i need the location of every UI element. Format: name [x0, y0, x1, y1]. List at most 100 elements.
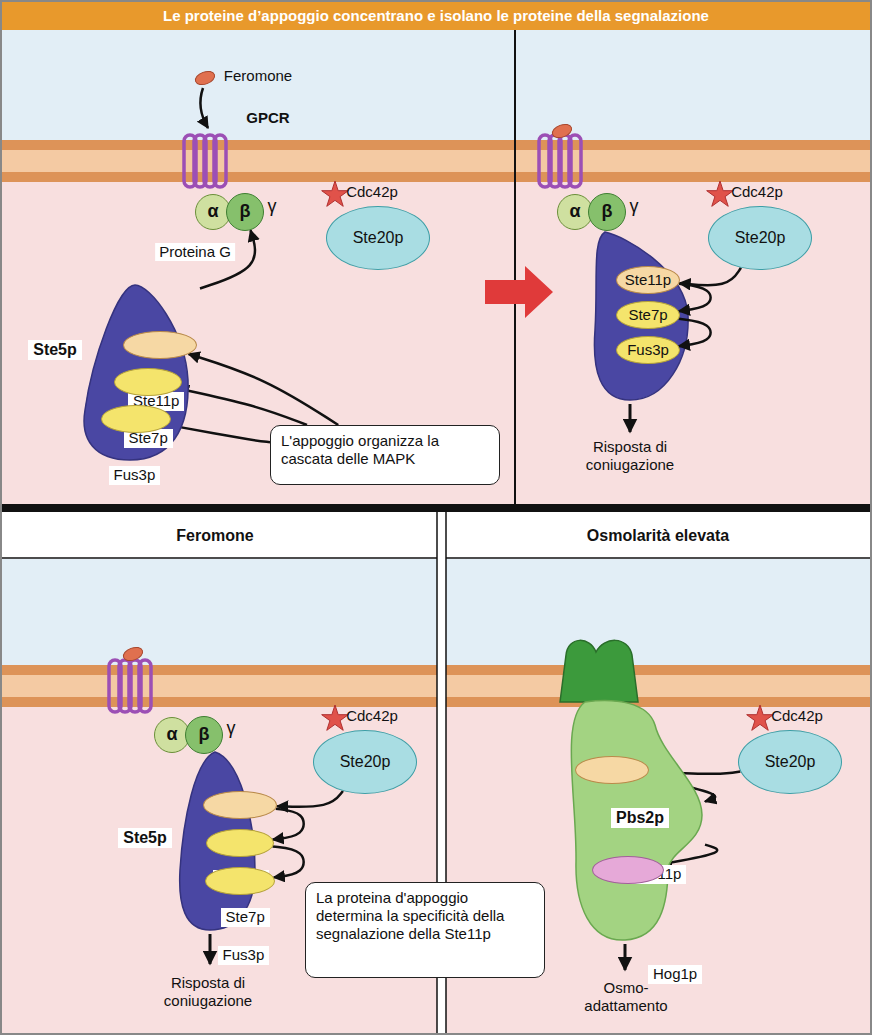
- g-beta: β: [588, 193, 626, 231]
- node-text: β: [602, 202, 613, 222]
- membrane-stripe: [0, 172, 872, 182]
- signal-arrow: [168, 425, 270, 442]
- panel-divider: [514, 30, 516, 505]
- mapk-ellipse: Fus3p: [616, 336, 680, 364]
- response-arrow: [629, 404, 632, 432]
- text-label: Feromone: [224, 67, 292, 85]
- kinase-ellipse: Ste20p: [738, 730, 842, 794]
- node-text: La proteina d'appoggio determina la spec…: [316, 889, 534, 943]
- node-text: Fus3p: [218, 946, 270, 965]
- node-text: Ste7p: [628, 307, 667, 324]
- text-label: Cdc42p: [346, 707, 398, 725]
- kinase-ellipse: Ste20p: [708, 206, 812, 270]
- gpcr-receptor: [539, 135, 581, 187]
- node-text: α: [166, 725, 177, 745]
- osmosensor: [560, 640, 638, 702]
- text-label: Feromone: [176, 526, 253, 545]
- mapkkk-ellipse: Ste11p: [616, 266, 680, 294]
- binding-arrow: [200, 88, 208, 128]
- node-text: Ste20p: [735, 229, 786, 247]
- text-label: Osmolarità elevata: [587, 526, 729, 545]
- node-text: β: [240, 202, 251, 222]
- signal-arrow: [679, 284, 711, 311]
- node-text: Ste5p: [28, 340, 82, 360]
- gpcr-receptor: [109, 660, 151, 712]
- scaffold-shape: [84, 285, 188, 460]
- node-text: Hog1p: [648, 965, 702, 984]
- signal-arrow: [273, 847, 304, 878]
- panel-divider-bar: [0, 504, 872, 512]
- text-label: γ: [227, 718, 236, 739]
- header-rule: [0, 557, 872, 559]
- signal-arrow: [273, 809, 304, 840]
- signal-arrow: [679, 268, 741, 285]
- extracellular: [0, 30, 872, 140]
- node-text: Ste11p: [625, 272, 671, 289]
- mapkk-ellipse: Ste7p: [114, 368, 181, 396]
- scaffold-protein: Pbs2p Ste11pHog1p: [555, 700, 705, 945]
- g-beta: β: [185, 716, 223, 754]
- text-label: Cdc42p: [731, 183, 783, 201]
- text-label: Osmo- adattamento: [579, 979, 674, 1015]
- node-text: Ste20p: [340, 753, 391, 771]
- title-text: Le proteine d’appoggio concentrano e iso…: [0, 0, 872, 30]
- receptor-helix: [569, 135, 581, 187]
- node-text: α: [207, 202, 218, 222]
- text-label: GPCR: [246, 109, 289, 127]
- response-arrow: [209, 934, 212, 964]
- signal-arrow: [679, 319, 711, 346]
- cytoplasm: [0, 182, 872, 505]
- gpcr-receptor: [184, 135, 226, 187]
- mapkk-ellipse: Ste7p: [206, 829, 273, 857]
- node-text: Ste7p: [221, 908, 270, 927]
- mapkkk-ellipse: Ste11p: [203, 791, 277, 819]
- scaffold-protein: Ste5pSte11pSte7pFus3p: [105, 750, 290, 935]
- transition-arrow: [485, 266, 553, 318]
- membrane-stripe: [0, 140, 872, 150]
- text-label: Risposta di coniugazione: [570, 438, 690, 474]
- node-text: β: [199, 725, 210, 745]
- text-label: Cdc42p: [771, 707, 823, 725]
- mapk-ellipse: Fus3p: [101, 405, 171, 433]
- cytoplasm: [0, 707, 872, 1035]
- callout-box: La proteina d'appoggio determina la spec…: [305, 882, 545, 978]
- callout-box: L'appoggio organizza la cascata delle MA…: [270, 425, 500, 485]
- scaffold-protein: [594, 232, 688, 400]
- text-label: γ: [630, 196, 639, 217]
- node-text: Ste5p: [118, 828, 172, 848]
- node-text: Pbs2p: [611, 808, 669, 828]
- mapkkk-ellipse: Ste11p: [575, 756, 649, 784]
- membrane-core: [0, 140, 872, 182]
- signal-arrow: [277, 791, 343, 807]
- text-label: Proteina G: [155, 243, 235, 261]
- node-text: Ste20p: [765, 753, 816, 771]
- pheromone: [551, 122, 574, 140]
- cdc42-star: [322, 705, 349, 730]
- node-text: L'appoggio organizza la cascata delle MA…: [281, 432, 489, 468]
- cdc42-star: [747, 705, 774, 730]
- signal-arrow: [189, 354, 339, 425]
- kinase-ellipse: Ste20p: [326, 206, 430, 270]
- kinase-ellipse: Ste20p: [313, 730, 417, 794]
- node-text: Fus3p: [627, 342, 669, 359]
- pheromone: [122, 645, 145, 663]
- text-label: Risposta di coniugazione: [148, 974, 268, 1010]
- node-text: Fus3p: [109, 466, 161, 485]
- g-beta: β: [226, 193, 264, 231]
- cdc42-star: [322, 181, 349, 206]
- node-text: α: [569, 202, 580, 222]
- node-text: Ste20p: [353, 229, 404, 247]
- text-label: Cdc42p: [346, 183, 398, 201]
- cdc42-star: [707, 181, 734, 206]
- title-band: [0, 0, 872, 30]
- mapk-ellipse: Hog1p: [592, 856, 664, 884]
- mapkkk-ellipse: Ste11p: [123, 331, 197, 359]
- mapk-ellipse: Fus3p: [205, 867, 275, 895]
- text-label: γ: [268, 196, 277, 217]
- receptor-helix: [139, 660, 151, 712]
- scaffold-shape: [571, 701, 702, 940]
- header-band: [0, 512, 872, 558]
